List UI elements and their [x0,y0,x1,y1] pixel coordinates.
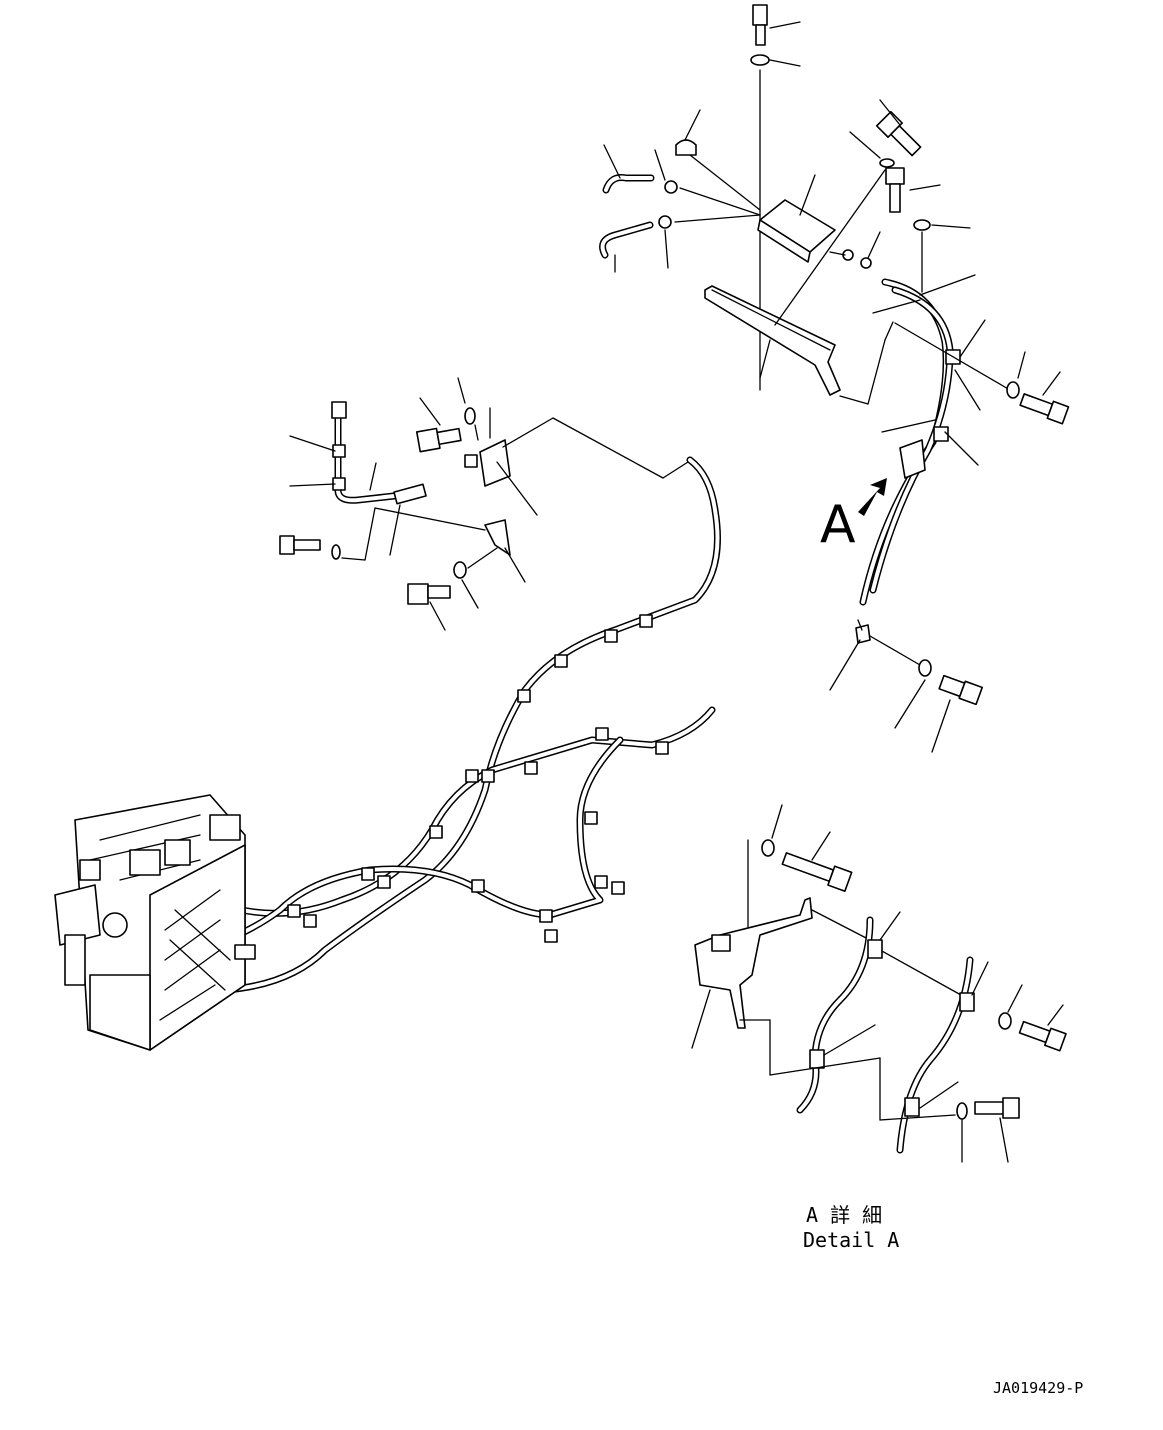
detail-title-en: Detail A [803,1228,899,1252]
transmission-block [54,794,256,1051]
main-harness-center [176,456,721,994]
drawing-number: JA019429-P [993,1379,1083,1397]
detail-a-group [691,804,1067,1163]
callout-label: A [820,495,856,555]
right-bolts-top [849,99,971,293]
sensor-connector-group [279,377,689,631]
detail-title-jp: A 詳 細 [806,1203,882,1227]
long-bracket-plate [704,169,886,396]
arrow-callout-a: A [820,478,887,555]
main-harness-right [839,274,1070,606]
lower-right-clip [829,619,984,753]
bracket-box [599,109,881,273]
